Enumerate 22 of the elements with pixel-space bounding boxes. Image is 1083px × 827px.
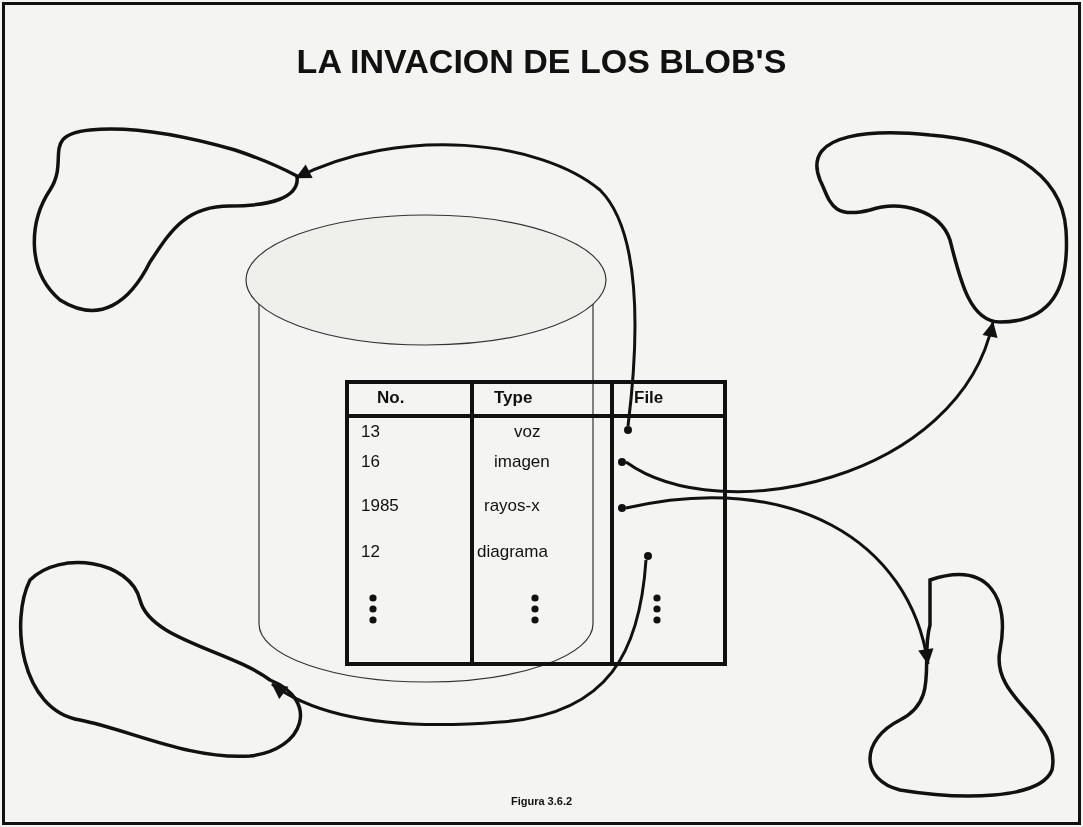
table-cell-text: rayos-x	[484, 496, 540, 516]
column-header: File	[634, 388, 664, 408]
pointer-dot	[618, 458, 626, 466]
database-cylinder	[245, 214, 607, 684]
column-header: No.	[377, 388, 405, 408]
arrow	[625, 496, 933, 665]
pointer-dot	[624, 426, 632, 434]
arrow	[295, 143, 637, 427]
pointer-dot	[618, 504, 626, 512]
pointer-dot	[644, 552, 652, 560]
table-cell-text: 1985	[361, 496, 399, 516]
figure-caption: Figura 3.6.2	[509, 795, 574, 807]
table-cell-text: 12	[361, 542, 380, 562]
table-cell-text: diagrama	[477, 542, 548, 562]
arrow	[271, 559, 648, 726]
column-header: Type	[494, 388, 533, 408]
table-cell-text: voz	[514, 422, 541, 442]
arrow	[625, 321, 996, 493]
table-cell-text: 16	[361, 452, 380, 472]
table-cell-text: 13	[361, 422, 380, 442]
diagram-title: LA INVACION DE LOS BLOB'S	[295, 42, 788, 81]
table-cell-text: imagen	[494, 452, 550, 472]
